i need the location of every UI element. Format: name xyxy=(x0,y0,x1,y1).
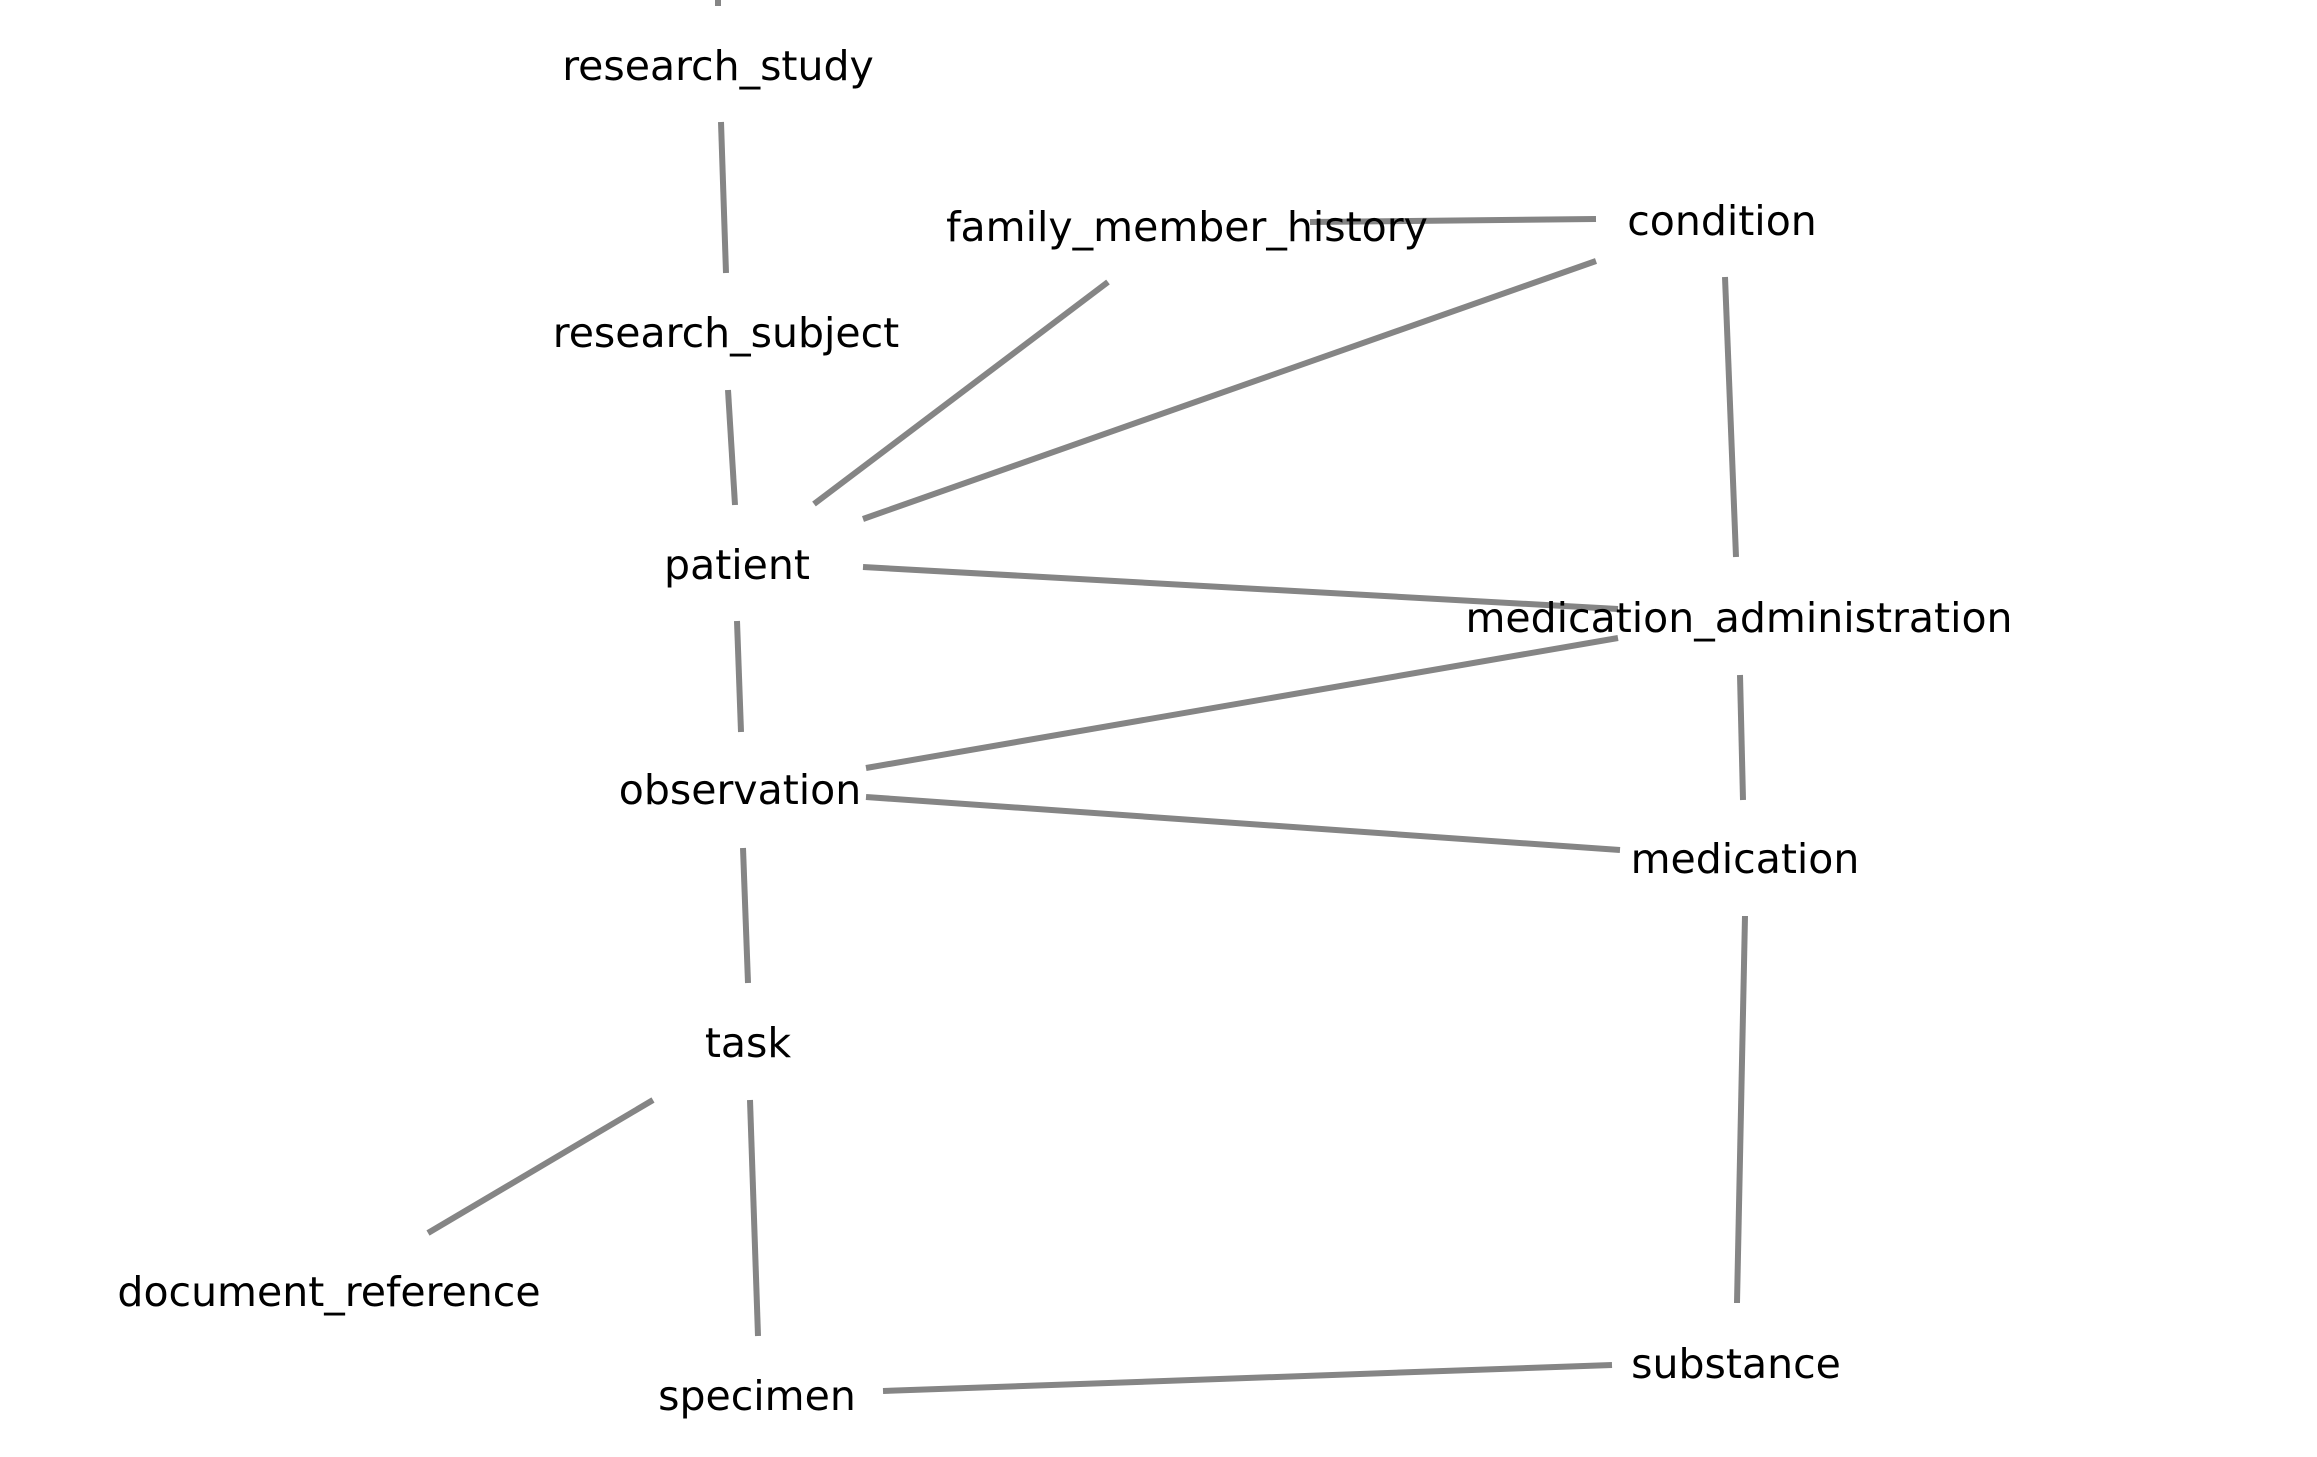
nodes-layer: research_study research_subject family_m… xyxy=(117,42,2012,1420)
edge-family_member_history-condition xyxy=(1309,216,1597,225)
edge-condition-medication_administration xyxy=(1722,276,1739,558)
node-document_reference[interactable]: document_reference xyxy=(117,1268,540,1316)
edge-research_subject-patient xyxy=(725,389,738,506)
node-task[interactable]: task xyxy=(705,1019,792,1067)
edge-family_member_history-patient xyxy=(812,279,1110,507)
node-family_member_history[interactable]: family_member_history xyxy=(946,203,1428,251)
edge-observation-medication_administration xyxy=(865,635,1619,771)
edge-medication-substance xyxy=(1734,915,1748,1304)
node-patient[interactable]: patient xyxy=(664,541,810,589)
edge-observation-medication xyxy=(865,794,1621,853)
edge-patient-medication_administration xyxy=(862,564,1619,612)
node-research_subject[interactable]: research_subject xyxy=(553,309,899,357)
edge-research_study-research_subject xyxy=(718,121,729,274)
node-specimen[interactable]: specimen xyxy=(658,1372,856,1420)
edge-task-specimen xyxy=(747,1099,761,1337)
node-substance[interactable]: substance xyxy=(1631,1340,1841,1388)
node-observation[interactable]: observation xyxy=(619,766,861,814)
edges-layer xyxy=(426,121,1748,1394)
node-research_study[interactable]: research_study xyxy=(562,42,874,90)
edge-medication_administration-medication xyxy=(1737,674,1746,801)
edge-condition-patient xyxy=(862,258,1597,522)
node-medication_administration[interactable]: medication_administration xyxy=(1465,594,2012,642)
edge-patient-observation xyxy=(734,620,744,733)
edge-observation-task xyxy=(740,847,751,984)
node-medication[interactable]: medication xyxy=(1631,835,1860,883)
node-condition[interactable]: condition xyxy=(1627,197,1817,245)
edge-specimen-substance xyxy=(882,1362,1613,1394)
edge-task-document_reference xyxy=(426,1097,655,1236)
